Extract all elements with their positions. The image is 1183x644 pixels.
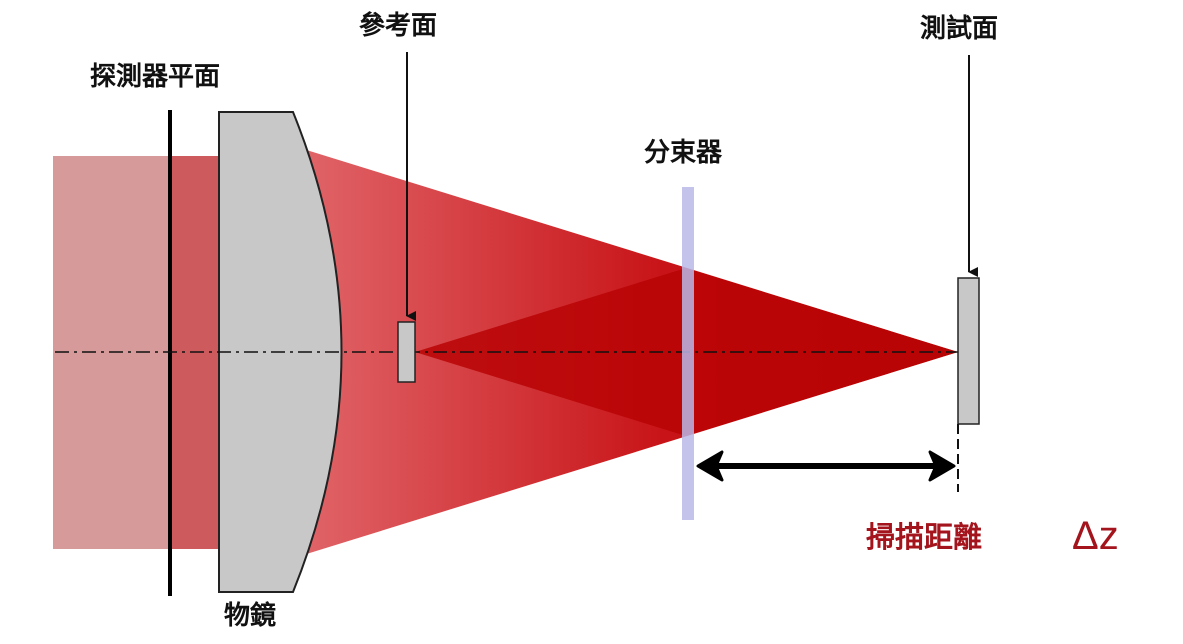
scan-distance-arrowhead-right <box>928 450 956 482</box>
reference-surface-plate <box>397 321 416 383</box>
scan-distance-label: 掃描距離 <box>866 520 983 554</box>
beam-splitter-label: 分束器 <box>644 138 723 168</box>
detector-plane-label: 探測器平面 <box>90 62 221 92</box>
scan-distance-arrowhead-left <box>696 450 724 482</box>
beam-splitter-plate <box>682 187 694 520</box>
delta-z-label: Δz <box>1072 514 1119 558</box>
objective-label: 物鏡 <box>224 601 277 631</box>
test-surface-plate <box>957 277 980 425</box>
reference-surface-label: 參考面 <box>359 11 438 41</box>
test-surface-label: 測試面 <box>920 14 999 44</box>
